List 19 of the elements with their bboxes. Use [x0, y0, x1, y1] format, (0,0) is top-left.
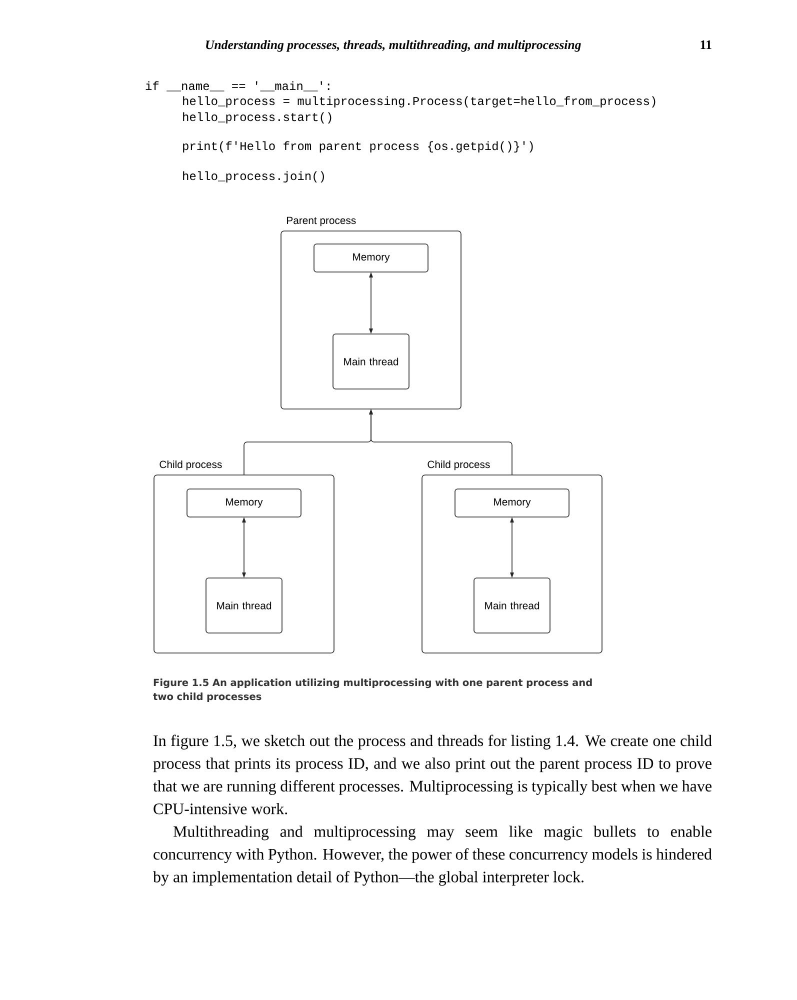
- code-line: if __name__ == '__main__':: [146, 81, 330, 92]
- memory-box: Memory: [314, 244, 428, 272]
- page-number: 11: [700, 40, 712, 49]
- code-line: hello_process.join(): [183, 171, 324, 182]
- running-header: Understanding processes, threads, multithreading, and multiprocessing: [206, 40, 581, 52]
- thread-box: Main thread: [206, 578, 282, 634]
- code-line: print(f'Hello from parent process {os.getpid()}'): [183, 141, 533, 152]
- box-heading: Child process: [160, 460, 222, 470]
- thread-box: Main thread: [474, 578, 550, 634]
- figure-caption: Figure 1.5 An application utilizing multiprocessing with one parent process and two child processes: [153, 678, 592, 702]
- body-paragraph: Multithreading and multiprocessing may seem like magic bullets to enable concurrency with Python. However, the power of these concurrency models is hindered by an implementation detail of Python—the global interpreter lock.: [153, 826, 712, 886]
- memory-box: Memory: [186, 488, 302, 518]
- box-heading: Child process: [428, 460, 490, 470]
- thread-box: Main thread: [332, 334, 410, 390]
- box-heading: Parent process: [287, 216, 356, 226]
- code-line: hello_process = multiprocessing.Process(target=hello_from_process): [183, 96, 656, 108]
- memory-box: Memory: [454, 488, 570, 518]
- code-line: hello_process.start(): [183, 112, 332, 124]
- body-paragraph: In figure 1.5, we sketch out the process and threads for listing 1.4. We create one child process that prints its process ID, and we also print out the parent process ID to prove that we are running different processes. Multiprocessing is typically best when we have CPU-intensive work.: [153, 734, 712, 814]
